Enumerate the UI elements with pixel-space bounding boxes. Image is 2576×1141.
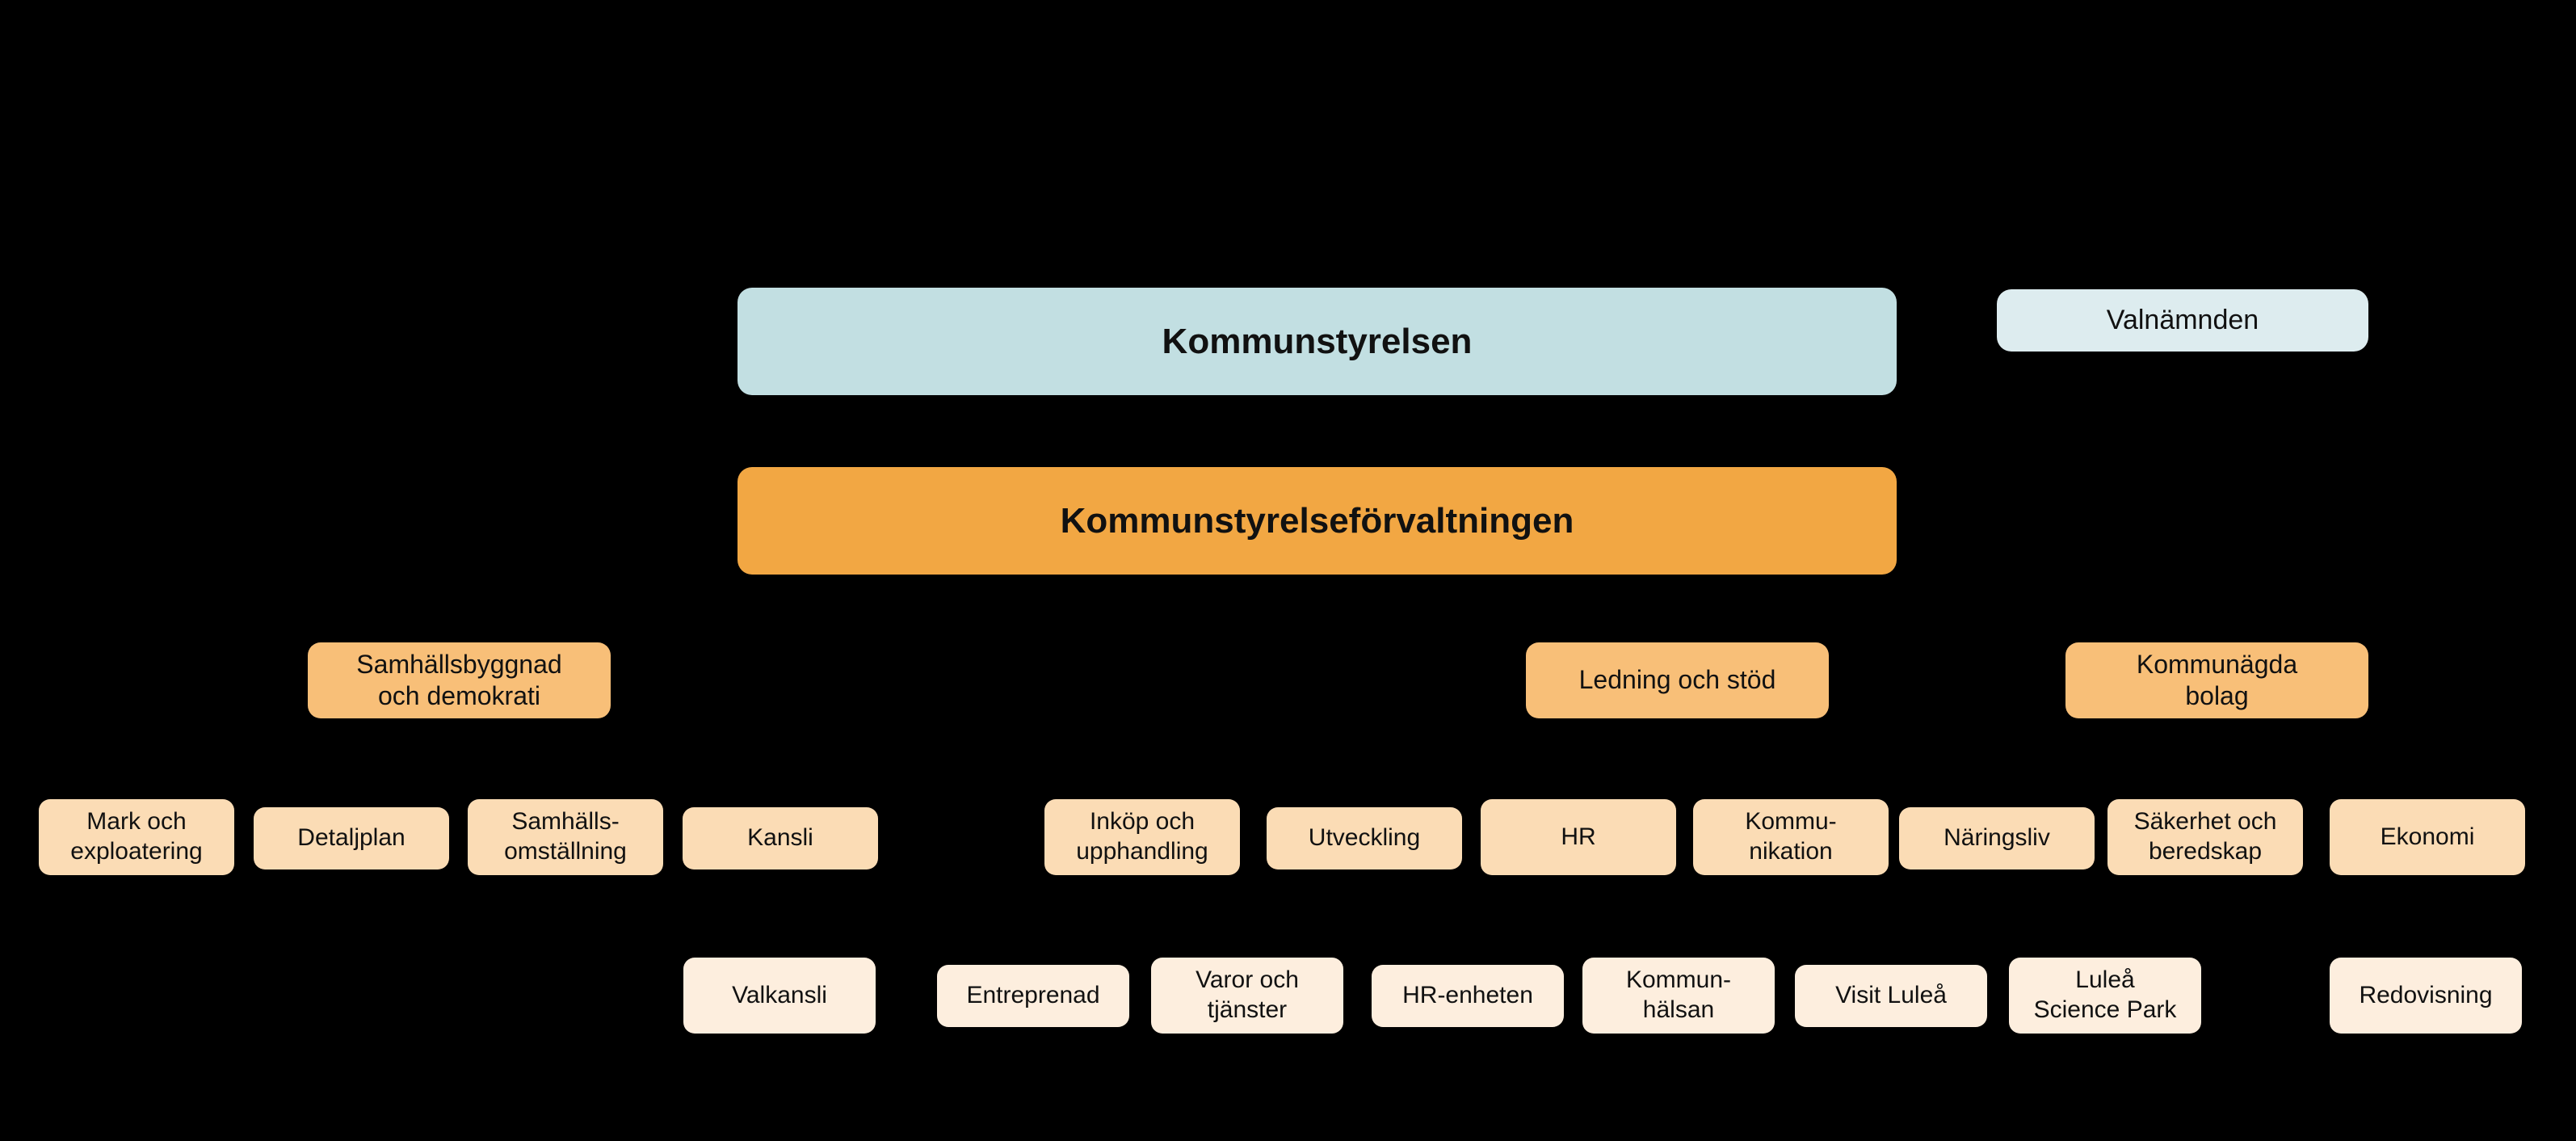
org-node-varor-och-tjanster[interactable]: Varor och tjänster — [1151, 958, 1343, 1034]
org-node-utveckling[interactable]: Utveckling — [1267, 807, 1462, 869]
org-node-label: Entreprenad — [966, 982, 1100, 1009]
org-node-kommunagda-bolag[interactable]: Kommunägda bolag — [2065, 642, 2368, 718]
org-node-label: Samhällsbyggnad och demokrati — [356, 649, 562, 710]
org-node-label: Mark och exploatering — [70, 808, 203, 865]
org-node-label: Valnämnden — [2106, 304, 2259, 335]
org-node-label: Valkansli — [732, 981, 827, 1008]
org-node-label: Säkerhet och beredskap — [2133, 808, 2277, 865]
org-node-valnamnden[interactable]: Valnämnden — [1997, 289, 2368, 352]
org-node-naringsliv[interactable]: Näringsliv — [1899, 807, 2095, 869]
org-node-ekonomi[interactable]: Ekonomi — [2330, 799, 2525, 875]
org-node-label: Redovisning — [2359, 981, 2493, 1008]
org-node-mark-och-exploatering[interactable]: Mark och exploatering — [39, 799, 234, 875]
org-node-label: Samhälls- omställning — [504, 808, 627, 865]
org-node-detaljplan[interactable]: Detaljplan — [254, 807, 449, 869]
org-node-redovisning[interactable]: Redovisning — [2330, 958, 2522, 1034]
org-node-visit-lulea[interactable]: Visit Luleå — [1795, 965, 1987, 1027]
org-node-kommunikation[interactable]: Kommu- nikation — [1693, 799, 1889, 875]
org-node-label: Ledning och stöd — [1578, 665, 1776, 695]
org-node-valkansli[interactable]: Valkansli — [683, 958, 876, 1034]
org-node-ledning-och-stod[interactable]: Ledning och stöd — [1526, 642, 1829, 718]
org-node-hr-enheten[interactable]: HR-enheten — [1372, 965, 1564, 1027]
org-node-label: Visit Luleå — [1835, 982, 1947, 1009]
org-node-samhallsbyggnad-och-demokrati[interactable]: Samhällsbyggnad och demokrati — [308, 642, 611, 718]
org-node-label: HR — [1561, 823, 1596, 850]
org-node-hr[interactable]: HR — [1481, 799, 1676, 875]
org-node-label: Kommu- nikation — [1745, 808, 1837, 865]
org-node-kommunstyrelsen[interactable]: Kommunstyrelsen — [738, 288, 1897, 395]
org-node-label: Varor och tjänster — [1196, 966, 1299, 1023]
org-node-sakerhet-och-beredskap[interactable]: Säkerhet och beredskap — [2107, 799, 2303, 875]
org-node-lulea-science-park[interactable]: Luleå Science Park — [2009, 958, 2201, 1034]
org-node-label: Kommunägda bolag — [2136, 649, 2298, 710]
org-node-label: Kommun- hälsan — [1625, 966, 1732, 1023]
org-node-label: Näringsliv — [1944, 824, 2050, 852]
org-node-kommunstyrelseforvaltningen[interactable]: Kommunstyrelseförvaltningen — [738, 467, 1897, 575]
org-node-label: Inköp och upphandling — [1076, 808, 1208, 865]
org-node-kommunhalsan[interactable]: Kommun- hälsan — [1582, 958, 1775, 1034]
org-node-entreprenad[interactable]: Entreprenad — [937, 965, 1129, 1027]
org-node-samhallsomstallning[interactable]: Samhälls- omställning — [468, 799, 663, 875]
org-node-label: Detaljplan — [297, 824, 406, 852]
org-node-label: HR-enheten — [1402, 982, 1533, 1009]
org-node-label: Luleå Science Park — [2033, 966, 2177, 1023]
org-node-label: Utveckling — [1308, 824, 1421, 852]
org-node-label: Kommunstyrelseförvaltningen — [1060, 500, 1574, 541]
org-node-label: Kommunstyrelsen — [1162, 321, 1473, 361]
org-node-label: Ekonomi — [2380, 823, 2475, 850]
org-node-label: Kansli — [747, 824, 813, 852]
org-node-kansli[interactable]: Kansli — [683, 807, 878, 869]
org-node-inkop-och-upphandling[interactable]: Inköp och upphandling — [1044, 799, 1240, 875]
